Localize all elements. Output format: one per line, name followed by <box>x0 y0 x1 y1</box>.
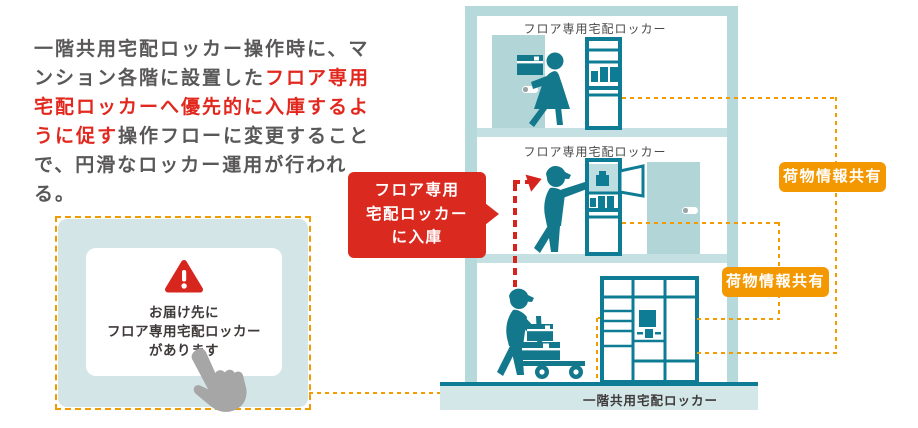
priority-route-arrow <box>513 180 529 184</box>
info-share-route-1 <box>697 352 837 354</box>
floor2-door <box>647 162 700 254</box>
info-share-route-2 <box>697 318 780 320</box>
description-segment-emphasis: フロア専用宅配ロッカーへ優先的に入庫するように促す <box>34 68 371 147</box>
floor2-locker-label: フロア専用宅配ロッカー <box>523 145 667 159</box>
warning-triangle-icon <box>165 260 203 293</box>
priority-route-arrow <box>513 184 517 290</box>
building-roof <box>465 6 738 16</box>
ground-locker-label: 一階共用宅配ロッカー <box>582 394 718 408</box>
screen-panel-highlight-frame: お届け先に フロア専用宅配ロッカー があります <box>55 216 311 410</box>
callout-line: フロア専用 <box>374 182 460 199</box>
callout-line: 宅配ロッカー <box>365 205 468 223</box>
building-right-wall <box>727 6 738 384</box>
info-share-badge-1: 荷物情報共有 <box>779 162 886 192</box>
ground-floor-line <box>440 382 758 386</box>
callout-pointer <box>485 203 499 225</box>
info-share-route-1 <box>622 97 837 99</box>
priority-callout: フロア専用 宅配ロッカー に入庫 <box>348 172 499 258</box>
ground-band <box>440 386 758 410</box>
floor2-locker-icon <box>585 158 645 256</box>
alert-line: お届け先に <box>149 305 219 320</box>
callout-line: に入庫 <box>391 229 443 246</box>
description-segment: 一階共用宅配ロッカー操作時に、マンション各階に設置した <box>34 39 370 89</box>
locker-screen-icon <box>639 310 656 327</box>
alert-line: フロア専用宅配ロッカー <box>107 324 261 339</box>
ground-shared-locker-icon <box>600 276 699 384</box>
description-segment: 操作フローに変更することで、円滑なロッカー運用が行われる。 <box>34 126 371 205</box>
info-share-route-2 <box>622 222 780 224</box>
door-handle-icon <box>682 207 698 214</box>
door-handle-icon <box>522 86 538 93</box>
resident-figure <box>517 52 570 127</box>
locker-screen: お届け先に フロア専用宅配ロッカー があります <box>58 219 308 407</box>
alert-dialog[interactable]: お届け先に フロア専用宅配ロッカー があります <box>86 248 282 376</box>
courier-figure-ground <box>497 288 585 379</box>
info-share-badge-2: 荷物情報共有 <box>722 267 829 297</box>
floor2-slab <box>477 254 727 263</box>
courier-figure-floor2 <box>534 165 587 253</box>
info-share-route-1 <box>835 97 837 354</box>
floor3-slab <box>477 128 727 137</box>
floor3-locker-label: フロア専用宅配ロッカー <box>523 22 667 36</box>
hand-cursor-icon <box>191 348 247 412</box>
floor3-locker-icon <box>585 37 622 130</box>
description-text: 一階共用宅配ロッカー操作時に、マンション各階に設置したフロア専用宅配ロッカーへ優… <box>34 35 372 209</box>
connector-panel-to-locker <box>596 318 598 394</box>
